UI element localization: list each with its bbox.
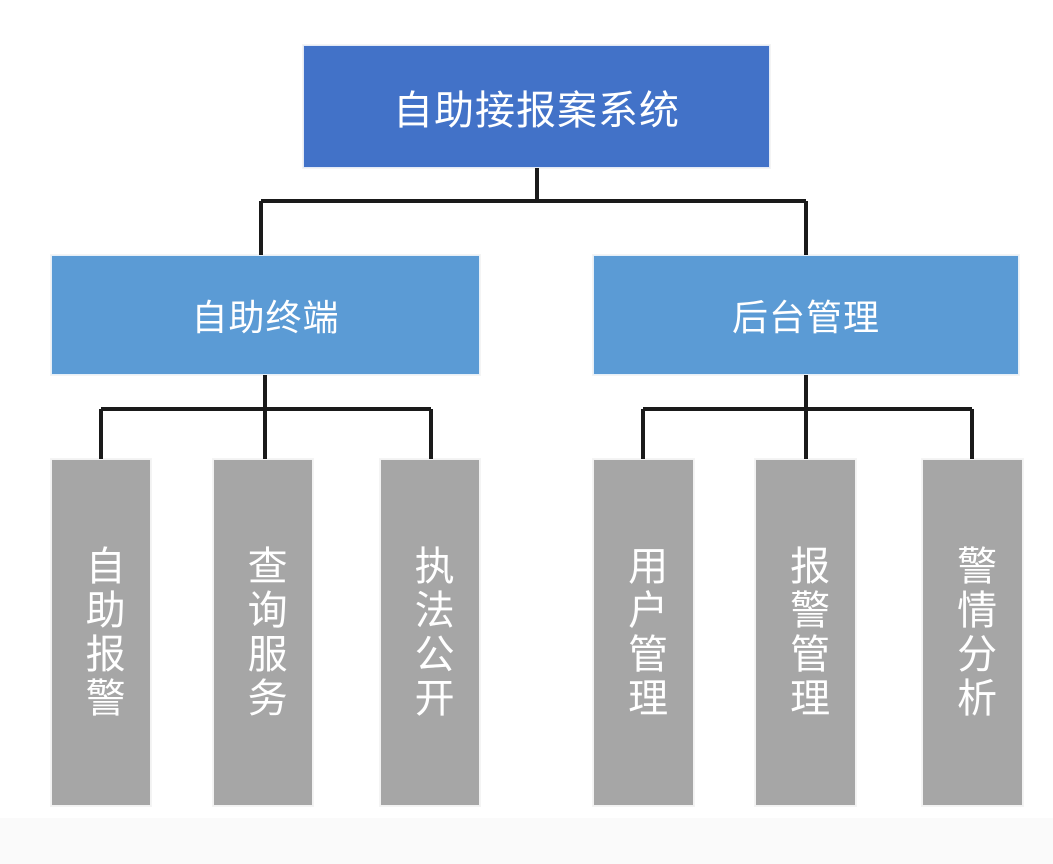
node-leaf-self-service-alarm[interactable]: 自助报警 <box>51 459 151 806</box>
node-leaf-alarm-situation-analysis-label: 警情分析 <box>951 544 996 721</box>
node-branch-self-service-terminal-label: 自助终端 <box>191 297 340 338</box>
node-leaf-alarm-management[interactable]: 报警管理 <box>755 459 856 806</box>
node-branch-backend-management-label: 后台管理 <box>731 297 880 338</box>
node-leaf-law-enforcement-disclosure[interactable]: 执法公开 <box>380 459 480 806</box>
slide-footer-band <box>0 818 1053 864</box>
node-leaf-inquiry-service-label: 查询服务 <box>241 544 286 721</box>
node-leaf-law-enforcement-disclosure-label: 执法公开 <box>408 544 453 721</box>
node-leaf-alarm-management-label: 报警管理 <box>784 544 829 721</box>
node-branch-self-service-terminal[interactable]: 自助终端 <box>51 255 480 375</box>
node-root-self-report-system[interactable]: 自助接报案系统 <box>303 45 770 168</box>
node-leaf-inquiry-service[interactable]: 查询服务 <box>213 459 313 806</box>
node-branch-backend-management[interactable]: 后台管理 <box>593 255 1019 375</box>
node-leaf-alarm-situation-analysis[interactable]: 警情分析 <box>922 459 1023 806</box>
node-leaf-self-service-alarm-label: 自助报警 <box>79 544 124 721</box>
node-root-label: 自助接报案系统 <box>393 88 680 133</box>
node-leaf-user-management[interactable]: 用户管理 <box>593 459 694 806</box>
node-leaf-user-management-label: 用户管理 <box>622 544 667 721</box>
